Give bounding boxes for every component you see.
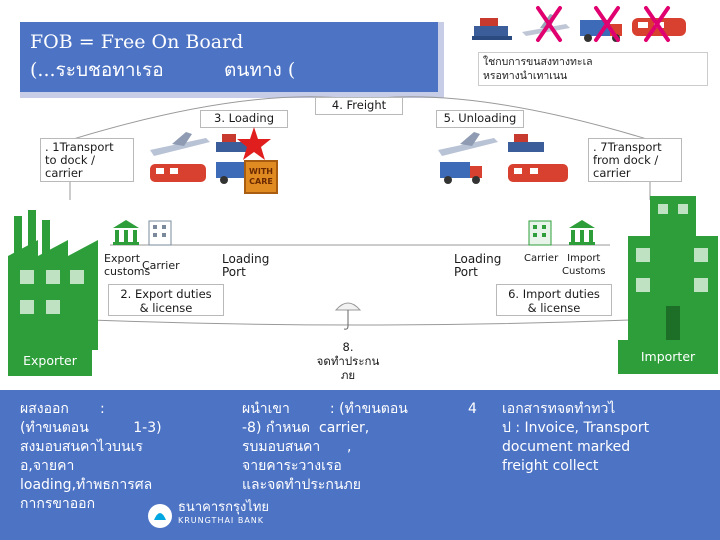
loading-port-left-label: Loading Port — [222, 252, 270, 279]
train-icon — [508, 164, 568, 182]
logo-text: ธนาคารกรุงไทย KRUNGTHAI BANK — [178, 500, 270, 525]
star-icon — [236, 126, 272, 162]
bank-icon — [568, 218, 596, 246]
office-building-icon — [146, 218, 174, 246]
export-customs-label: Export customs — [104, 252, 151, 278]
exporter-description: ผสงออก : (ทำขนตอน 1-3) สงมอบสนคาไวบนเร อ… — [20, 401, 162, 512]
stage-export-duties: 2. Export duties & license — [108, 284, 224, 316]
page-title: FOB = Free On Board (...ระบชอทาเรอ ตนทาง… — [30, 31, 296, 81]
importer-description: ผนำเขา : (ทำขนตอน -8) กำหนด carrier, รบม… — [242, 401, 408, 493]
stage-transport-to-dock: . 1Transport to dock / carrier — [40, 138, 134, 182]
loading-cluster-icons — [146, 128, 292, 192]
unloading-cluster-icons — [434, 128, 584, 192]
airplane-icon — [438, 132, 498, 156]
stage-freight: 4. Freight — [315, 97, 403, 115]
import-customs-label: Import Customs — [562, 253, 606, 277]
ship-icon — [216, 134, 252, 152]
red-x-icon — [536, 6, 670, 42]
stage-import-duties: 6. Import duties & license — [496, 284, 612, 316]
stage-insurance: 8. จดทำประกน ภย — [302, 340, 394, 386]
carrier-label-right: Carrier — [524, 253, 559, 264]
stage-unloading: 5. Unloading — [436, 110, 524, 128]
importer-building-icon — [628, 196, 718, 346]
document-description: เอกสารทจดทำทวไ ป : Invoice, Transport do… — [502, 401, 650, 474]
office-building-icon — [526, 218, 554, 246]
ship-icon — [508, 134, 544, 152]
airplane-icon — [150, 132, 210, 156]
umbrella-icon — [334, 296, 362, 332]
transport-modes-icons — [470, 4, 700, 50]
transport-note: ใชกบการขนสงทางทะเลหรอทางนำเทาเนน — [478, 52, 708, 86]
bank-icon — [112, 218, 140, 246]
step-number: 4 — [468, 401, 477, 417]
exporter-label: Exporter — [8, 346, 92, 376]
stage-loading: 3. Loading — [200, 110, 288, 128]
krungthai-logo-icon — [146, 502, 174, 530]
stage-transport-from-dock: . 7Transport from dock / carrier — [588, 138, 682, 182]
carrier-label-left: Carrier — [142, 259, 180, 272]
train-icon — [150, 164, 206, 182]
ship-icon — [472, 18, 512, 40]
loading-port-right-label: Loading Port — [454, 252, 502, 279]
importer-label: Importer — [618, 340, 718, 374]
truck-icon — [440, 162, 482, 184]
exporter-factory-icon — [8, 210, 98, 350]
bottom-panel — [0, 390, 720, 540]
title-box — [20, 22, 444, 98]
